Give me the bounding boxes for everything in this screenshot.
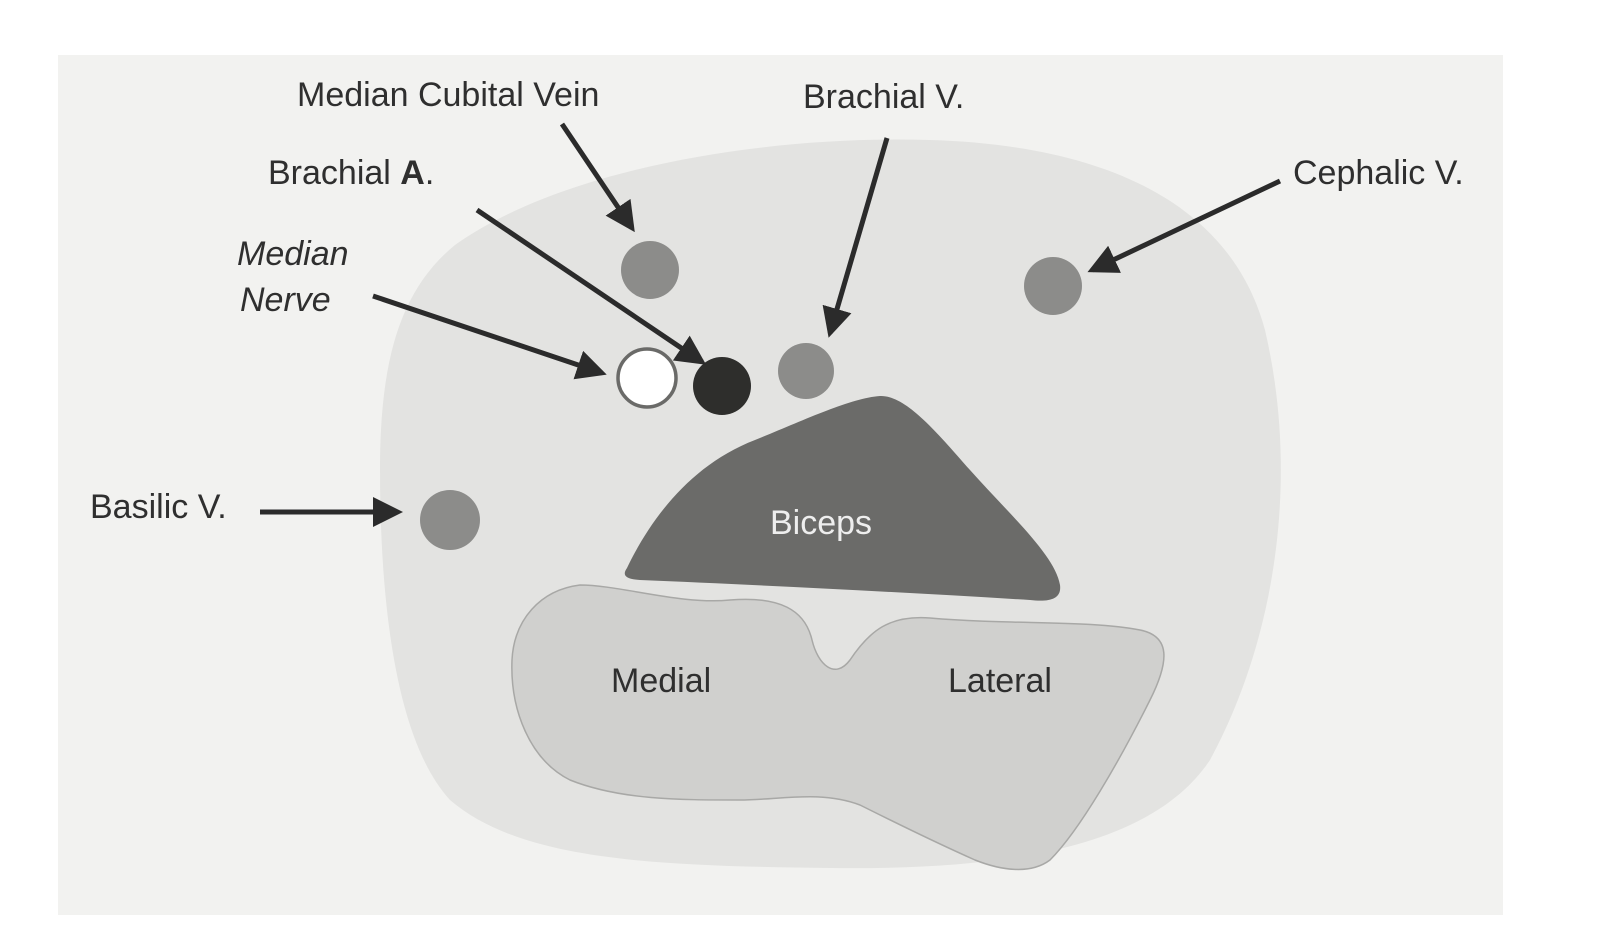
label-median-nerve-line2: Nerve bbox=[240, 281, 331, 319]
basilic-vein bbox=[420, 490, 480, 550]
label-brachial-a-bold: A bbox=[400, 154, 425, 192]
label-biceps: Biceps bbox=[770, 504, 872, 542]
label-lateral: Lateral bbox=[948, 662, 1052, 700]
arrow-median-cubital-vein bbox=[559, 122, 635, 233]
label-brachial-v: Brachial V. bbox=[803, 78, 964, 116]
label-medial: Medial bbox=[611, 662, 711, 700]
cephalic-vein bbox=[1024, 257, 1082, 315]
arrow-brachial-artery bbox=[475, 207, 707, 365]
biceps-muscle bbox=[624, 395, 1061, 601]
arrow-brachial-vein bbox=[822, 137, 890, 338]
brachial-artery bbox=[693, 357, 751, 415]
label-basilic-v: Basilic V. bbox=[90, 488, 227, 526]
brachial-vein bbox=[778, 343, 834, 399]
label-cephalic-v: Cephalic V. bbox=[1293, 154, 1464, 192]
label-brachial-a: Brachial A. bbox=[268, 154, 434, 192]
median-cubital-vein bbox=[621, 241, 679, 299]
arrow-median-nerve bbox=[372, 293, 607, 380]
label-brachial-a-suffix: . bbox=[425, 154, 434, 192]
median-nerve bbox=[616, 347, 678, 409]
brachialis-muscle bbox=[511, 584, 1165, 871]
label-median-cubital-vein: Median Cubital Vein bbox=[297, 76, 599, 114]
label-median-nerve-line1: Median bbox=[237, 235, 349, 273]
arrow-cephalic-vein bbox=[1087, 178, 1282, 273]
label-brachial-a-prefix: Brachial bbox=[268, 154, 400, 192]
